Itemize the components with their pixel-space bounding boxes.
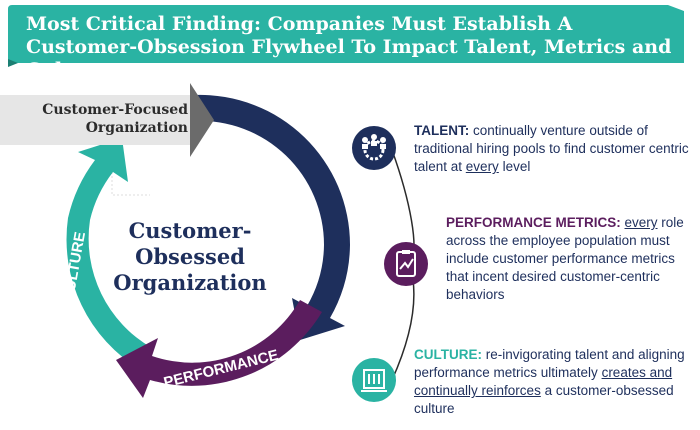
input-arrow-label-bg [0,95,190,145]
people-group-gear-icon [352,126,396,170]
input-arrow-label: Customer-Focused Organization [22,101,188,137]
item-performance: PERFORMANCE METRICS: every role across t… [446,214,696,304]
segment-performance-metrics [116,300,322,398]
item-performance-text-a: role across the employee population must… [446,215,684,302]
clipboard-chart-icon [384,242,428,286]
item-performance-head: PERFORMANCE METRICS: [446,215,621,230]
item-talent-underlined: every [465,159,499,174]
banner-shape [8,5,684,67]
item-talent-text-b: level [498,159,531,174]
item-culture-text-b: a customer-obsessed culture [414,383,674,416]
item-talent-text-a: continually venture outside of tradition… [414,123,689,174]
item-talent: TALENT: continually venture outside of t… [414,122,696,176]
item-talent-head: TALENT: [414,123,470,138]
input-arrow-label-line1: Customer-Focused [42,102,188,118]
center-line3: Organization [113,270,267,295]
people-group-gear-glyph [362,134,386,161]
center-title: Customer- Obsessed Organization [110,218,270,296]
item-culture-underlined: creates and continually reinforces [414,365,673,398]
segment-talent [195,94,350,340]
item-culture-text-a: re-invigorating talent and aligning perf… [414,347,685,380]
office-building-people-icon [352,358,396,402]
clipboard-chart-glyph [396,250,416,277]
center-line1: Customer- [128,218,252,243]
input-arrow-label-line2: Organization [85,120,188,136]
item-culture: CULTURE: re-invigorating talent and alig… [414,346,696,418]
office-building-people-glyph [361,369,387,392]
item-performance-underlined: every [624,215,658,230]
item-culture-head: CULTURE: [414,347,482,362]
dotted-connector [111,148,150,196]
banner-title: Most Critical Finding: Companies Must Es… [26,13,672,81]
segment-culture [66,138,152,370]
title-banner: Most Critical Finding: Companies Must Es… [8,5,686,81]
center-line2: Obsessed [135,244,245,269]
